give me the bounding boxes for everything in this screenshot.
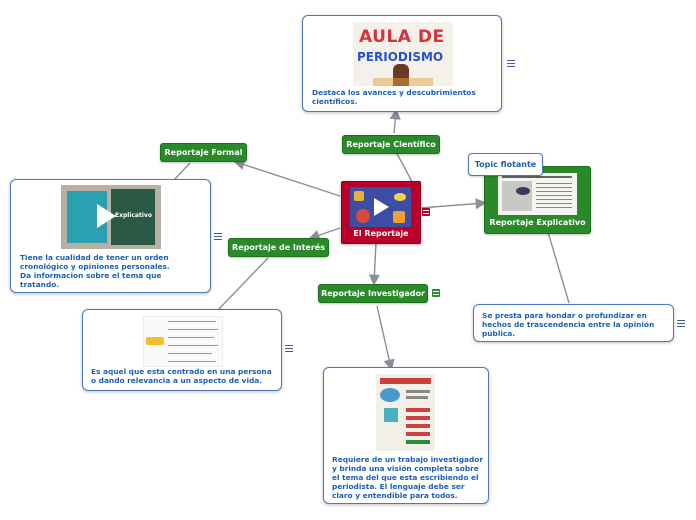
note-icon-explicativo[interactable] <box>677 320 685 327</box>
central-topic[interactable]: El Reportaje <box>341 181 421 244</box>
topic-reportaje-cientifico[interactable]: Reportaje Científico <box>342 135 440 154</box>
note-icon-formal[interactable] <box>214 233 222 240</box>
aula-subtitle-text: PERIODISMO <box>357 50 444 64</box>
note-icon-interes[interactable] <box>285 345 293 352</box>
link-formal-note <box>173 162 191 181</box>
video-thumbnail[interactable] <box>350 187 411 227</box>
central-note-icon[interactable] <box>422 208 430 216</box>
note-card-explicativo[interactable]: Se presta para hondar o profundizar en h… <box>473 304 674 342</box>
topic-reportaje-formal[interactable]: Reportaje Formal <box>160 143 247 162</box>
topic-floating[interactable]: Topic flotante <box>468 153 543 176</box>
note-text-interes: Es aquel que esta centrado en una person… <box>91 367 272 385</box>
note-card-cientifico[interactable]: AULA DE PERIODISMO Destaca los avances y… <box>302 15 502 112</box>
note-text-cientifico: Destaca los avances y descubrimientos ci… <box>312 88 476 106</box>
explicativo-thumb-label: Explicativo <box>115 212 152 219</box>
aula-periodismo-image: AULA DE PERIODISMO <box>353 22 453 86</box>
link-interes-note <box>217 257 269 311</box>
topic-reportaje-explicativo-label: Reportaje Explicativo <box>489 218 586 227</box>
link-cientifico <box>395 151 413 183</box>
topic-reportaje-de-interes[interactable]: Reportaje de Interés <box>228 238 329 257</box>
note-card-investigador[interactable]: Requiere de un trabajo investigador y br… <box>323 367 489 504</box>
interes-mindmap-image <box>143 316 223 367</box>
play-icon[interactable] <box>374 198 389 216</box>
link-explicativo-note <box>547 231 570 304</box>
note-icon-cientifico[interactable] <box>507 60 515 67</box>
link-explicativo <box>419 198 487 210</box>
explicativo-article-image <box>498 173 577 215</box>
link-investigador-note <box>376 305 395 371</box>
note-icon-investigador[interactable] <box>432 289 440 297</box>
link-cientifico-note <box>389 108 401 134</box>
topic-reportaje-investigador[interactable]: Reportaje Investigador <box>318 284 428 303</box>
link-formal <box>233 159 341 197</box>
investigador-infographic-image <box>376 374 435 451</box>
link-interes <box>308 227 341 241</box>
note-card-interes[interactable]: Es aquel que esta centrado en una person… <box>82 309 282 391</box>
note-text-investigador: Requiere de un trabajo investigador y br… <box>332 455 484 500</box>
note-text-explicativo: Se presta para hondar o profundizar en h… <box>482 311 655 338</box>
topic-reportaje-explicativo[interactable]: Reportaje Explicativo <box>484 166 591 234</box>
central-topic-label: El Reportaje <box>353 229 409 238</box>
play-icon[interactable] <box>97 204 116 228</box>
note-card-formal[interactable]: Explicativo Tiene la cualidad de tener u… <box>10 179 211 293</box>
aula-title-text: AULA DE <box>359 27 445 47</box>
explicativo-video-thumbnail[interactable]: Explicativo <box>61 185 161 249</box>
note-text-formal: Tiene la cualidad de tener un orden cron… <box>20 253 170 289</box>
link-investigador <box>368 241 381 286</box>
